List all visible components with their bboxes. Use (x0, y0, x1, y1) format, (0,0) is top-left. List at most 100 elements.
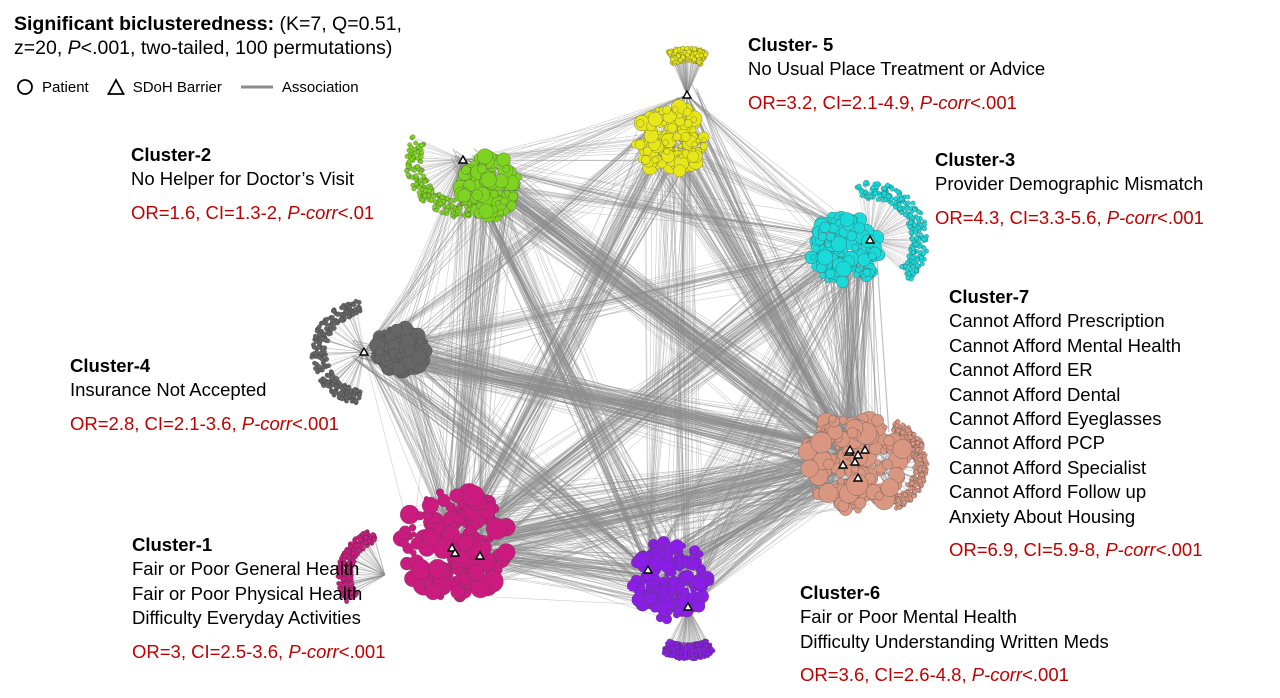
patient-node (917, 457, 923, 463)
association-edge (462, 159, 840, 258)
patient-node (353, 398, 359, 404)
patient-node (836, 275, 849, 289)
association-edge (462, 159, 866, 428)
stat-prefix: OR=3.2, CI=2.1-4.9, (748, 91, 920, 113)
association-edge (671, 131, 689, 608)
association-edge (496, 182, 859, 479)
association-edge (449, 451, 850, 521)
patient-node (626, 579, 639, 592)
patient-node (326, 331, 332, 337)
patient-node (914, 257, 920, 263)
association-edge (363, 231, 853, 353)
association-edge (686, 94, 834, 234)
patient-node (392, 361, 407, 377)
patient-node (647, 111, 663, 127)
association-edge (481, 197, 859, 479)
association-edge (430, 159, 464, 550)
association-edge (462, 159, 861, 241)
patient-node (413, 140, 418, 146)
association-edge (647, 262, 832, 571)
patient-node (915, 262, 920, 268)
patient-node (410, 559, 431, 580)
association-edge (442, 159, 464, 515)
association-edge (479, 495, 858, 557)
legend-patient-label: Patient (42, 78, 89, 96)
patient-node (695, 642, 700, 648)
association-edge (404, 337, 649, 571)
cluster-barrier: Cannot Afford Dental (949, 383, 1121, 405)
association-edge (687, 267, 858, 608)
association-edge (686, 94, 850, 439)
association-edge (645, 121, 649, 571)
patient-node (352, 387, 358, 393)
association-edge (363, 125, 693, 353)
patient-node (915, 440, 920, 445)
patient-node (419, 142, 425, 148)
patient-node (663, 648, 669, 654)
patient-node (911, 246, 916, 252)
patient-node (428, 198, 434, 203)
patient-node (673, 641, 679, 646)
association-edge (647, 144, 665, 571)
patient-node (470, 578, 491, 599)
patient-node (689, 647, 695, 653)
patient-node (912, 488, 918, 494)
patient-node (449, 488, 464, 503)
patient-node (680, 55, 686, 60)
patient-node (906, 253, 912, 259)
patient-node (485, 518, 508, 540)
association-edge (647, 120, 664, 571)
stat-p: P-corr (287, 201, 338, 223)
patient-node (895, 189, 901, 195)
association-edge (462, 112, 654, 161)
association-edge (363, 351, 457, 544)
association-edge (363, 198, 501, 353)
legend-association-label: Association (281, 78, 359, 96)
patient-node (497, 543, 516, 562)
patient-node (846, 230, 857, 242)
association-edge (363, 351, 458, 544)
stat-suffix: <.001 (970, 91, 1017, 113)
patient-node (668, 575, 680, 587)
association-edge (363, 252, 814, 353)
patient-node (405, 172, 411, 177)
patient-node (324, 316, 330, 322)
association-edge (363, 256, 860, 353)
patient-node (800, 459, 819, 478)
patient-node (898, 196, 904, 202)
association-edge (488, 175, 844, 466)
association-edge (668, 239, 871, 561)
patient-node (350, 312, 356, 317)
association-edge (679, 142, 689, 608)
association-edge (363, 128, 695, 353)
association-edge (479, 149, 680, 557)
patient-node (415, 164, 420, 169)
patient-node (673, 164, 687, 178)
patient-node (314, 328, 320, 334)
header-line2-b: <.001, two-tailed, 100 permutations) (80, 37, 393, 59)
patient-node (706, 651, 711, 657)
patient-node (693, 575, 708, 590)
association-edge (479, 132, 680, 557)
patient-node (410, 549, 417, 557)
cluster-barrier: Cannot Afford PCP (949, 432, 1105, 454)
patient-node (882, 424, 888, 430)
association-edge (490, 185, 871, 241)
patient-node (478, 203, 494, 219)
header-line2-p: P (67, 37, 81, 59)
patient-node (374, 346, 385, 357)
association-edge (686, 94, 867, 463)
patient-node (906, 200, 911, 206)
association-edge (363, 135, 676, 353)
association-edge (395, 344, 649, 571)
association-edge (479, 507, 858, 557)
patient-node (851, 465, 859, 474)
legend-association: Association (240, 78, 359, 96)
legend-barrier: SDoH Barrier (106, 78, 222, 96)
association-edge (477, 185, 871, 241)
association-edge (390, 94, 688, 355)
patient-node (882, 459, 893, 470)
association-edge (468, 461, 856, 509)
association-edge (467, 174, 859, 479)
